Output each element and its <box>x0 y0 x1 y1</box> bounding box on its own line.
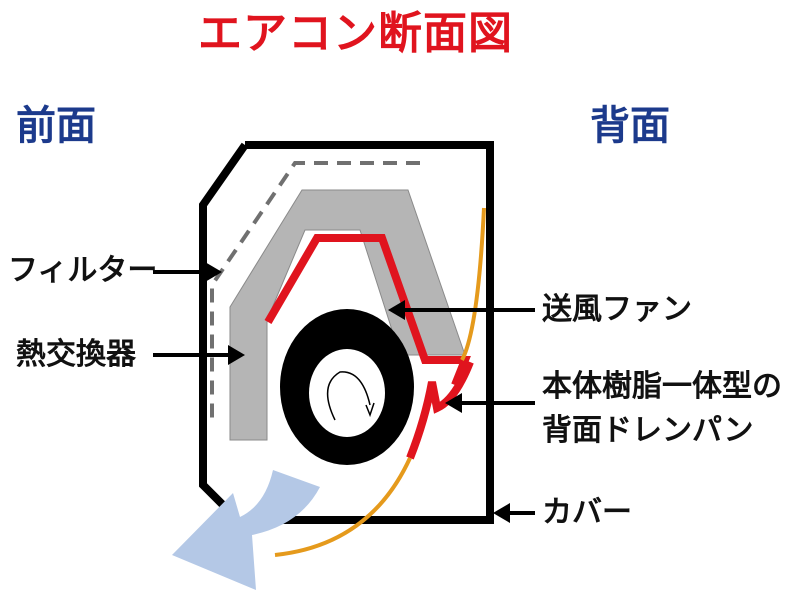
fan-label: 送風ファン <box>542 292 692 327</box>
diagram-title: エアコン断面図 <box>198 8 513 59</box>
heat-exchanger-callout-arrow <box>153 345 245 365</box>
cover-label: カバー <box>542 495 632 530</box>
front-label: 前面 <box>16 103 96 149</box>
drain-pan-lower <box>406 360 474 460</box>
fan-inner <box>309 349 385 437</box>
heat-exchanger-label: 熱交換器 <box>16 337 136 372</box>
drain-pan-callout-arrow <box>445 393 535 413</box>
filter-callout-arrow <box>153 262 222 282</box>
cover-callout-arrow <box>493 503 535 523</box>
cover-line <box>274 207 486 557</box>
heat-exchanger <box>229 189 466 441</box>
filter-label: フィルター <box>8 253 158 288</box>
drain-pan-label-line1: 本体樹脂一体型の <box>542 369 782 404</box>
drain-pan-upper <box>264 234 471 387</box>
rotation-arrow-icon <box>326 371 375 421</box>
casing-outline <box>199 141 494 524</box>
back-label: 背面 <box>590 103 670 149</box>
drain-pan-label-line2: 背面ドレンパン <box>542 413 754 448</box>
fan-callout-arrow <box>388 300 535 320</box>
airflow-arrow-icon <box>172 470 320 590</box>
